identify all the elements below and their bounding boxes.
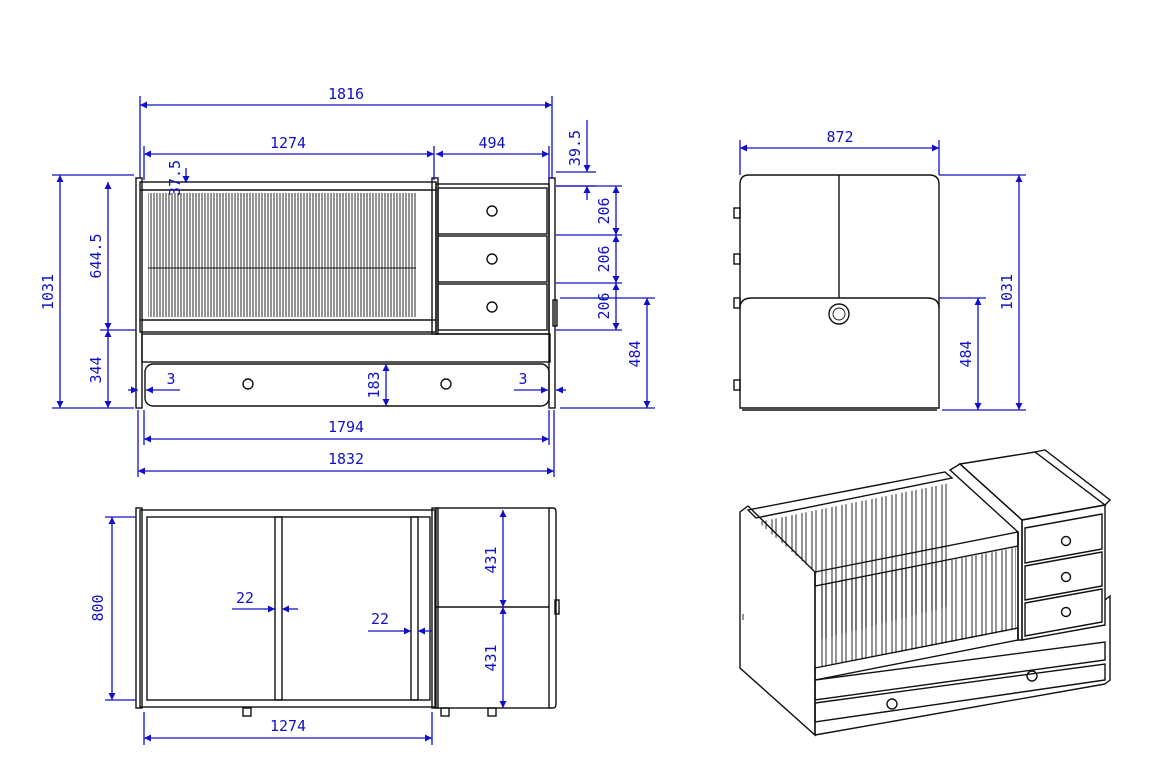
iso-back-rail <box>746 471 954 519</box>
iso-base-knob-left <box>886 698 898 710</box>
dresser-drawer-1 <box>437 187 548 235</box>
iso-dresser-drawer-1 <box>1024 513 1103 564</box>
dim-side-total-height: 1031 <box>998 274 1016 310</box>
top-view <box>135 507 560 717</box>
dim-inner-width: 1794 <box>328 418 364 436</box>
dim-top-half-depth-1: 431 <box>482 546 500 573</box>
dim-drawer-height-2: 206 <box>595 245 613 272</box>
dim-top-half-depth-2: 431 <box>482 644 500 671</box>
bed-drawer-knob-right <box>440 378 452 390</box>
dim-right-panel-thickness: 22 <box>371 610 389 628</box>
side-view <box>733 174 940 411</box>
front-view-dimensions: 1816 1274 494 39.5 37.5 1031 644.5 344 <box>39 85 655 477</box>
dim-gap-right: 3 <box>518 370 527 388</box>
top-foot-1 <box>242 707 252 717</box>
iso-dresser-drawer-3 <box>1024 588 1103 637</box>
top-middle-divider <box>274 516 283 701</box>
bed-drawer-front <box>144 363 550 407</box>
side-view-dimensions: 872 1031 484 <box>739 128 1026 411</box>
top-dresser-outline <box>435 507 550 709</box>
dim-side-depth: 872 <box>826 128 853 146</box>
top-foot-2 <box>440 707 450 717</box>
iso-dresser-front <box>1021 504 1106 641</box>
dim-side-lower-height: 484 <box>957 340 975 367</box>
dim-total-height: 1031 <box>39 274 57 310</box>
drawer-knob-3 <box>486 301 498 313</box>
top-view-dimensions: 800 22 22 431 431 1274 <box>89 510 507 745</box>
right-post <box>548 177 556 409</box>
dim-top-crib-width: 1274 <box>270 717 306 735</box>
iso-dresser-top <box>958 451 1107 521</box>
dim-dresser-base-height: 484 <box>626 340 644 367</box>
iso-knob-2 <box>1060 571 1072 583</box>
dim-drawer-front-height: 183 <box>365 371 383 398</box>
drawer-knob-1 <box>486 205 498 217</box>
dresser-drawer-2 <box>437 235 548 283</box>
iso-knob-1 <box>1060 535 1072 547</box>
dim-middle-panel-thickness: 22 <box>236 589 254 607</box>
iso-base-knob-right <box>1026 670 1038 682</box>
front-view <box>135 177 558 409</box>
dim-top-offset: 39.5 <box>566 130 584 166</box>
side-panel <box>739 174 940 409</box>
side-knob-inner <box>832 307 846 321</box>
top-mattress-area <box>146 516 431 701</box>
dim-drawer-height-1: 206 <box>595 197 613 224</box>
dim-top-depth: 800 <box>89 594 107 621</box>
dim-crib-height: 644.5 <box>87 233 105 278</box>
dresser-drawer-3 <box>437 283 548 331</box>
top-foot-3 <box>487 707 497 717</box>
top-crib-outline <box>139 509 436 708</box>
middle-post <box>431 177 439 335</box>
dim-base-height: 344 <box>87 356 105 383</box>
top-right-divider <box>410 516 419 701</box>
dim-dresser-width: 494 <box>478 134 505 152</box>
left-post <box>135 177 143 409</box>
dim-crib-width: 1274 <box>270 134 306 152</box>
dim-overall-width-bottom: 1832 <box>328 450 364 468</box>
dim-overall-width-top: 1816 <box>328 85 364 103</box>
iso-knob-3 <box>1060 606 1072 618</box>
iso-base-drawer <box>814 663 1106 723</box>
dim-rail-offset: 37.5 <box>166 160 184 196</box>
iso-base-plinth <box>814 641 1106 701</box>
dim-gap-left: 3 <box>166 370 175 388</box>
crib-slats <box>148 193 416 317</box>
side-knob-outer <box>828 303 850 325</box>
iso-dresser-drawer-2 <box>1024 551 1103 601</box>
bed-drawer-knob-left <box>242 378 254 390</box>
drawer-knob-2 <box>486 253 498 265</box>
dim-drawer-height-3: 206 <box>595 292 613 319</box>
isometric-view <box>739 449 1112 737</box>
